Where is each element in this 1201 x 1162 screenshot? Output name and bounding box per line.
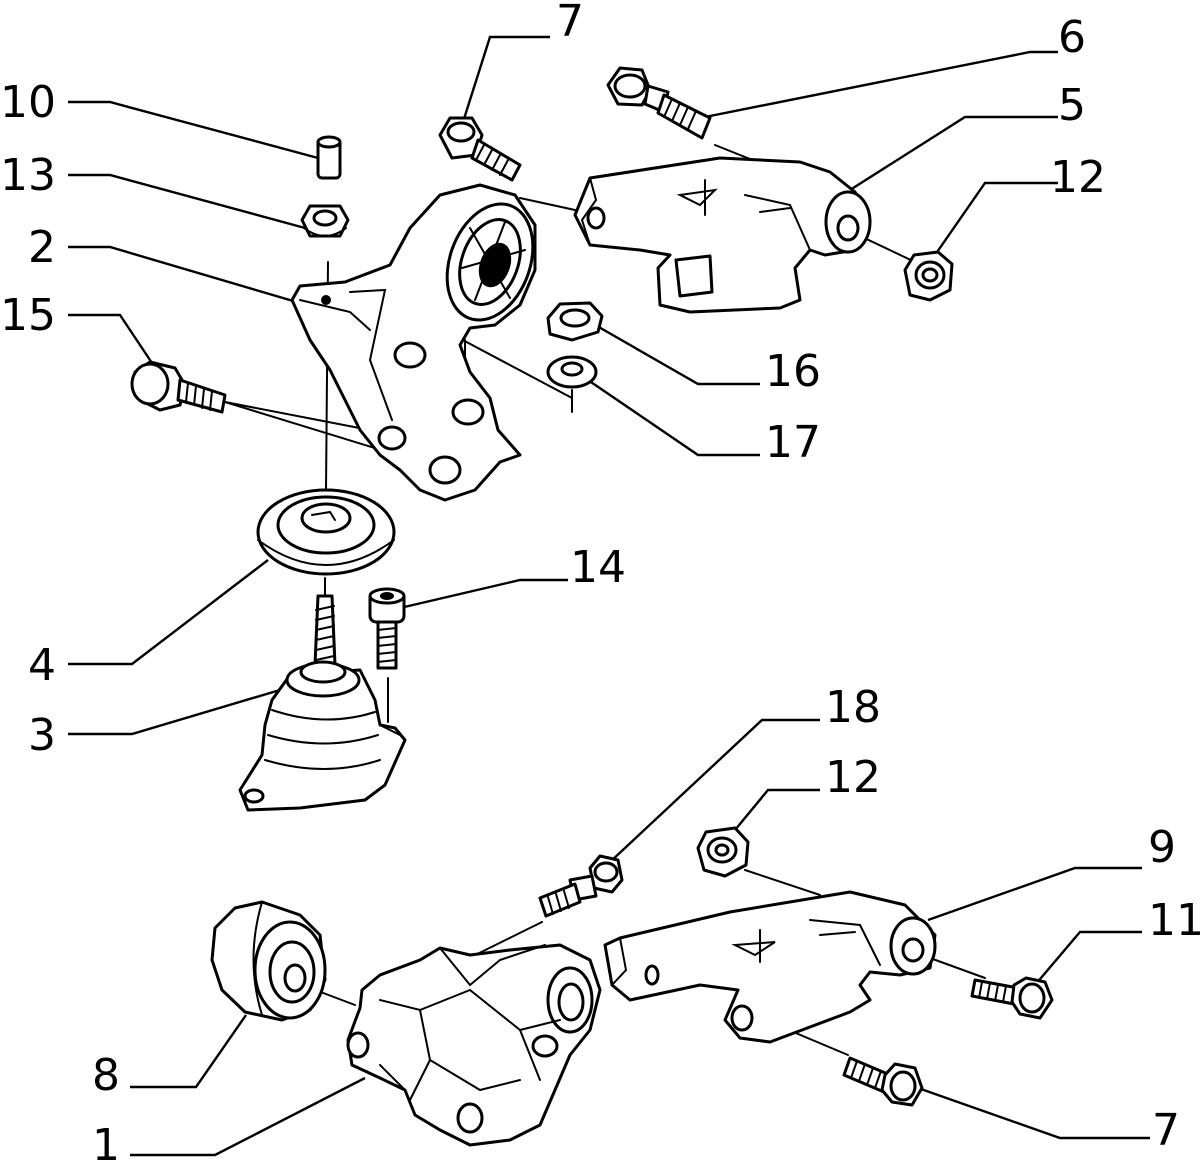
part-11-bolt (970, 976, 1054, 1020)
label-2: 2 (28, 222, 56, 273)
label-10: 10 (0, 77, 56, 128)
part-15-bolt (130, 360, 227, 414)
part-7-bolt-upper (438, 116, 522, 182)
label-11: 11 (1148, 895, 1201, 946)
part-12-nut-lower (696, 826, 750, 878)
label-14: 14 (570, 542, 626, 593)
label-13: 13 (0, 150, 56, 201)
part-7-bolt-lower (842, 1056, 924, 1107)
label-12-top: 12 (1050, 152, 1106, 203)
part-17-washer (546, 355, 598, 389)
part-10-sleeve (316, 135, 342, 180)
label-5: 5 (1058, 80, 1086, 131)
label-7-top: 7 (556, 0, 584, 47)
part-2-upper-mount-bracket (290, 183, 537, 502)
label-16: 16 (765, 346, 821, 397)
label-15: 15 (0, 290, 56, 341)
label-12-lower: 12 (825, 752, 881, 803)
part-16-nut (546, 301, 604, 342)
part-12-nut-upper (903, 250, 954, 302)
part-6-bolt (606, 66, 712, 140)
part-9-torque-arm (603, 890, 937, 1044)
label-6: 6 (1058, 12, 1086, 63)
label-4: 4 (28, 640, 56, 691)
label-7-lower: 7 (1152, 1105, 1180, 1156)
label-3: 3 (28, 710, 56, 761)
part-5-torque-arm (573, 156, 872, 314)
label-9: 9 (1148, 822, 1176, 873)
part-3-rubber-mount (238, 594, 407, 812)
part-14-screw (368, 587, 406, 670)
label-18: 18 (825, 682, 881, 733)
part-1-engine-bracket (346, 943, 602, 1147)
part-18-stud (538, 854, 624, 918)
label-1: 1 (92, 1120, 120, 1162)
label-17: 17 (765, 417, 821, 468)
part-13-nut (300, 204, 350, 238)
label-8: 8 (92, 1050, 120, 1101)
part-8-bush (210, 900, 327, 1022)
part-4-washer-plate (256, 488, 396, 576)
